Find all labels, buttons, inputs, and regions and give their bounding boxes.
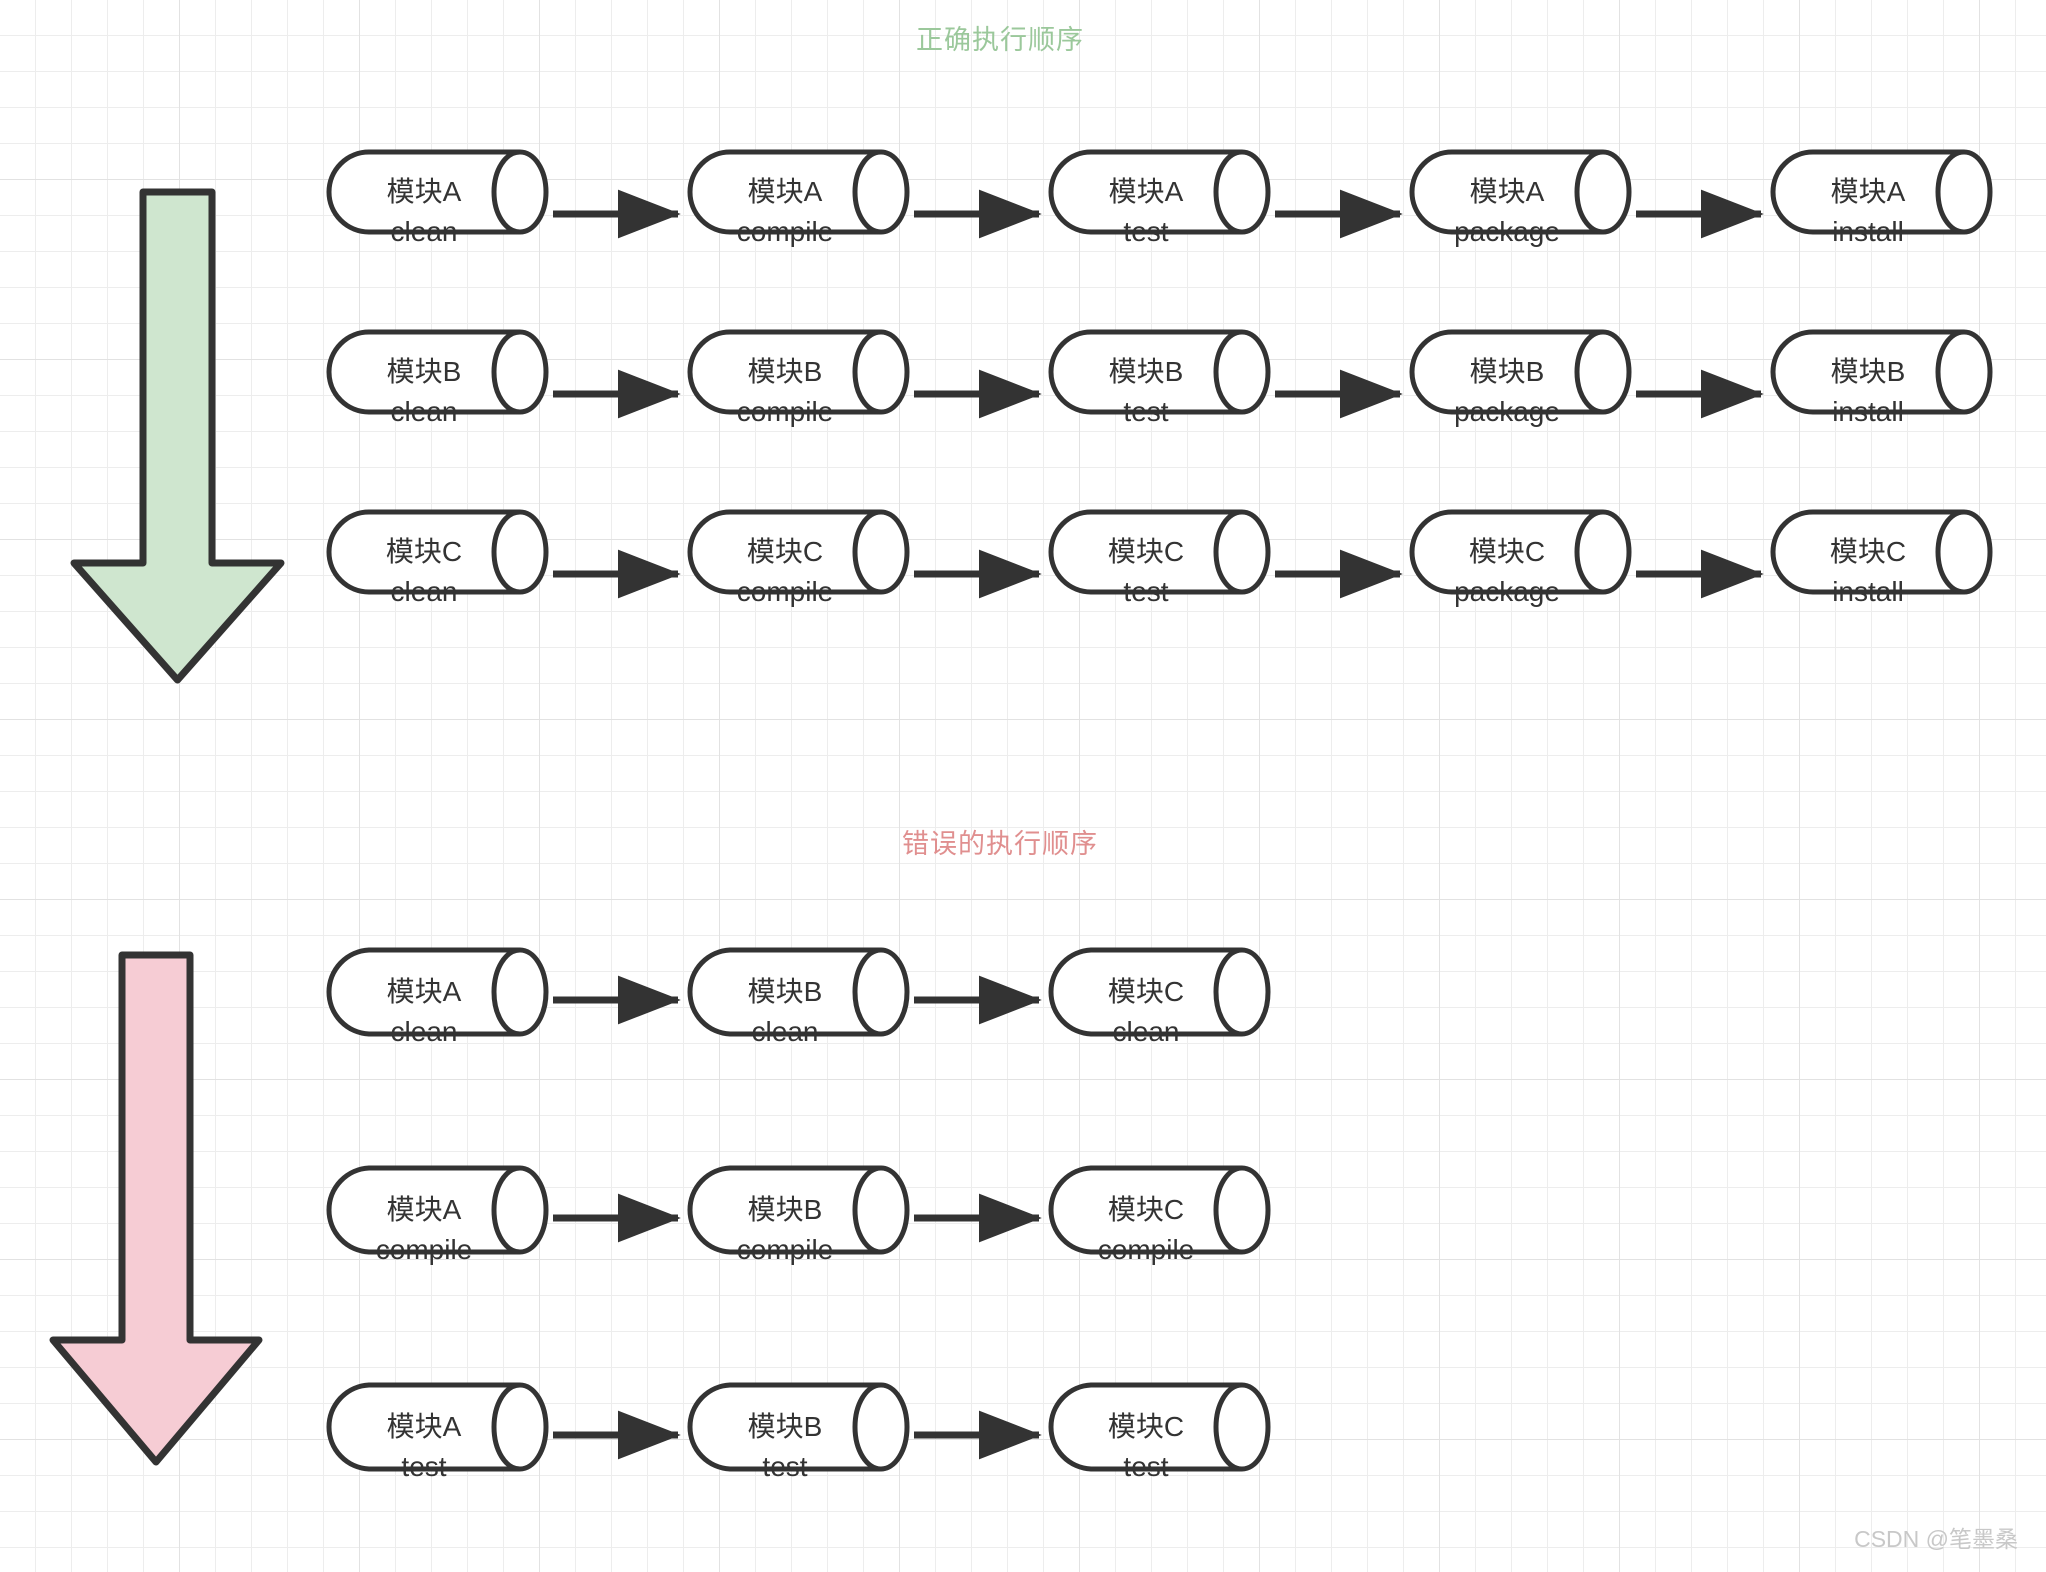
node-shape-b-install[interactable]	[1770, 329, 1993, 415]
red-down-arrow	[49, 951, 263, 1466]
green-down-arrow	[70, 188, 285, 684]
node-shape-w2-b[interactable]	[687, 1165, 910, 1255]
section-title-correct: 正确执行顺序	[916, 25, 1084, 55]
section-title-wrong: 错误的执行顺序	[902, 829, 1098, 859]
node-shape-a-install[interactable]	[1770, 149, 1993, 235]
node-shape-b-compile[interactable]	[687, 329, 910, 415]
node-shape-c-test[interactable]	[1048, 509, 1271, 595]
node-shape-w1-a[interactable]	[326, 947, 549, 1037]
node-shape-w2-a[interactable]	[326, 1165, 549, 1255]
node-shape-a-test[interactable]	[1048, 149, 1271, 235]
node-shape-w1-c[interactable]	[1048, 947, 1271, 1037]
node-shape-w3-a[interactable]	[326, 1382, 549, 1472]
node-shape-b-package[interactable]	[1409, 329, 1632, 415]
node-shape-c-clean[interactable]	[326, 509, 549, 595]
node-shape-w2-c[interactable]	[1048, 1165, 1271, 1255]
node-shape-c-package[interactable]	[1409, 509, 1632, 595]
node-shape-a-compile[interactable]	[687, 149, 910, 235]
node-shape-a-clean[interactable]	[326, 149, 549, 235]
node-shape-b-clean[interactable]	[326, 329, 549, 415]
node-shape-w1-b[interactable]	[687, 947, 910, 1037]
node-shape-c-install[interactable]	[1770, 509, 1993, 595]
node-shape-a-package[interactable]	[1409, 149, 1632, 235]
node-shape-w3-c[interactable]	[1048, 1382, 1271, 1472]
node-shape-b-test[interactable]	[1048, 329, 1271, 415]
node-shape-w3-b[interactable]	[687, 1382, 910, 1472]
csdn-watermark: CSDN @笔墨桑	[1854, 1526, 2018, 1552]
node-shape-c-compile[interactable]	[687, 509, 910, 595]
